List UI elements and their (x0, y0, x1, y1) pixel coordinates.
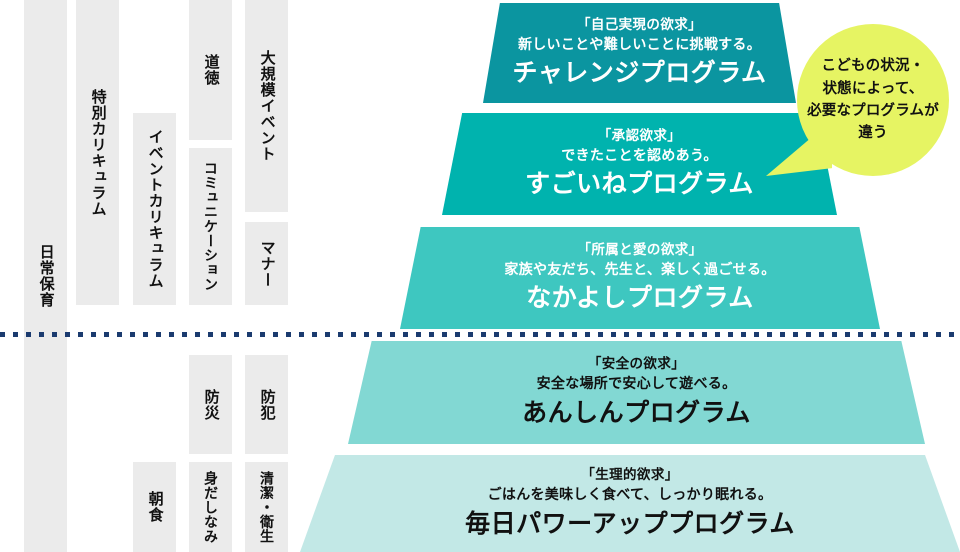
pyramid-tier-mainichi-powerup-program[interactable]: 「生理的欲求」 ごはんを美味しく食べて、しっかり眠れる。 毎日パワーアッププログ… (300, 455, 960, 552)
pyramid-tier-challenge-program[interactable]: 「自己実現の欲求」 新しいことや難しいことに挑戦する。 チャレンジプログラム (483, 3, 796, 103)
category-label-special-curriculum: 特別カリキュラム (89, 88, 107, 217)
category-column-manners: マナー (245, 222, 288, 305)
tier-program-sugoine-program: すごいねプログラム (525, 170, 754, 199)
category-column-disaster-prevention: 防災 (189, 355, 232, 454)
tier-description-mainichi-powerup-program: ごはんを美味しく食べて、しっかり眠れる。 (487, 486, 773, 503)
tier-need-mainichi-powerup-program: 「生理的欲求」 (581, 467, 679, 483)
category-label-large-scale-event: 大規模イベント (258, 50, 276, 162)
tier-description-challenge-program: 新しいことや難しいことに挑戦する。 (517, 35, 762, 52)
category-label-event-curriculum: イベントカリキュラム (146, 129, 164, 289)
category-label-disaster-prevention: 防災 (202, 388, 220, 421)
pyramid-tier-anshin-program[interactable]: 「安全の欲求」 安全な場所で安心して遊べる。 あんしんプログラム (348, 341, 925, 444)
category-column-communication: コミュニケーション (189, 148, 232, 305)
category-label-daily-care: 日常保育 (37, 244, 55, 308)
category-label-manners: マナー (258, 239, 276, 288)
tier-program-challenge-program: チャレンジプログラム (512, 59, 767, 88)
category-column-daily-care: 日常保育 (24, 0, 67, 552)
category-label-crime-prevention: 防犯 (258, 388, 276, 421)
callout-bubble: こどもの状況・ 状態によって、 必要なプログラムが 違う (797, 24, 949, 176)
category-column-special-curriculum: 特別カリキュラム (76, 0, 119, 305)
category-label-communication: コミュニケーション (203, 161, 220, 292)
pyramid-tier-sugoine-program[interactable]: 「承認欲求」 できたことを認めあう。 すごいねプログラム (442, 113, 837, 215)
tier-need-anshin-program: 「安全の欲求」 (587, 356, 686, 372)
tier-need-nakayoshi-program: 「所属と愛の欲求」 (577, 241, 703, 257)
daily-vs-special-divider (0, 332, 960, 337)
tier-program-mainichi-powerup-program: 毎日パワーアッププログラム (465, 509, 795, 538)
category-column-crime-prevention: 防犯 (245, 355, 288, 454)
category-label-grooming: 身だしなみ (203, 470, 220, 544)
category-label-breakfast: 朝食 (146, 491, 164, 523)
tier-need-sugoine-program: 「承認欲求」 (597, 127, 682, 143)
category-column-large-scale-event: 大規模イベント (245, 0, 288, 212)
category-label-morals: 道徳 (202, 54, 220, 86)
tier-description-sugoine-program: できたことを認めあう。 (561, 146, 718, 163)
pyramid-tier-nakayoshi-program[interactable]: 「所属と愛の欲求」 家族や友だち、先生と、楽しく過ごせる。 なかよしプログラム (400, 227, 880, 329)
category-column-grooming: 身だしなみ (189, 462, 232, 552)
category-label-hygiene: 清潔・衛生 (259, 470, 276, 544)
tier-description-nakayoshi-program: 家族や友だち、先生と、楽しく過ごせる。 (504, 260, 776, 277)
category-column-morals: 道徳 (189, 0, 232, 140)
tier-description-anshin-program: 安全な場所で安心して遊べる。 (536, 375, 737, 392)
category-column-event-curriculum: イベントカリキュラム (133, 113, 176, 305)
tier-program-nakayoshi-program: なかよしプログラム (526, 284, 754, 313)
category-column-hygiene: 清潔・衛生 (245, 462, 288, 552)
category-column-breakfast: 朝食 (133, 462, 176, 552)
callout-text: こどもの状況・ 状態によって、 必要なプログラムが 違う (807, 58, 939, 142)
tier-program-anshin-program: あんしんプログラム (522, 398, 751, 427)
tier-need-challenge-program: 「自己実現の欲求」 (576, 16, 703, 32)
